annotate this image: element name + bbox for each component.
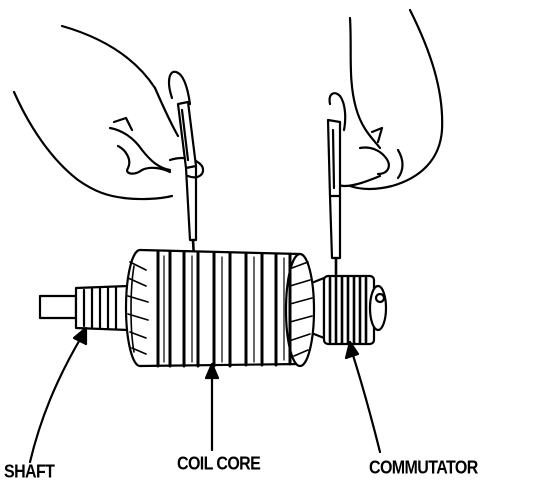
left-test-probe — [167, 70, 198, 260]
coil-core-leader-arrow — [204, 362, 220, 452]
shaft-leader-arrow — [28, 326, 88, 464]
right-hand — [333, 8, 444, 191]
commutator — [312, 274, 388, 346]
right-test-probe — [326, 92, 347, 276]
commutator-leader-arrow — [344, 340, 382, 454]
shaft-label: SHAFT — [4, 462, 55, 483]
left-hand — [12, 24, 205, 201]
commutator-label: COMMUTATOR — [369, 458, 478, 479]
coil-core-label: COIL CORE — [177, 454, 261, 475]
coil-core — [124, 248, 316, 368]
shaft — [38, 284, 130, 332]
